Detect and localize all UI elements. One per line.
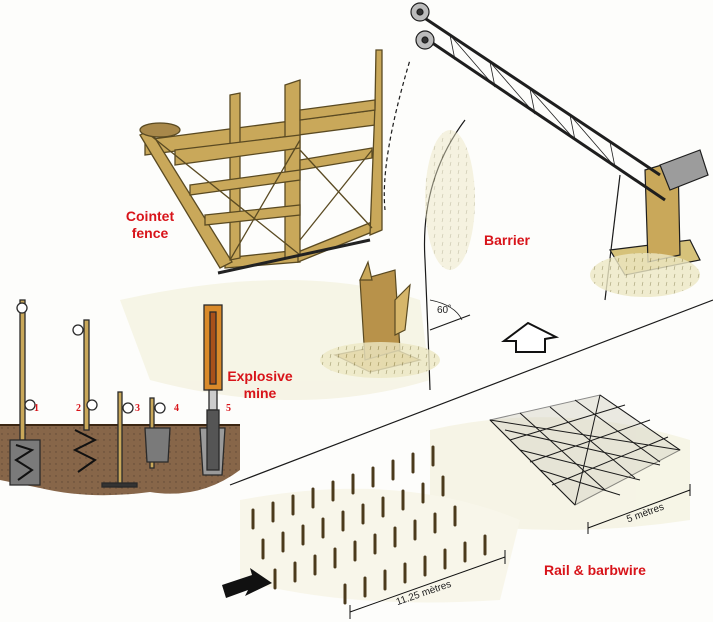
explosive-mine-label: Explosive mine bbox=[227, 368, 293, 401]
angle-label: 60˚ bbox=[437, 305, 452, 316]
direction-arrow-up-icon bbox=[501, 321, 560, 353]
stake-1-drawing bbox=[9, 299, 41, 486]
barrier-label: Barrier bbox=[484, 232, 530, 248]
stake-5-mine-drawing bbox=[199, 304, 226, 476]
stake-number-2: 2 bbox=[76, 403, 81, 414]
cointet-fence-drawing bbox=[139, 49, 383, 275]
rail-barbwire-label: Rail & barbwire bbox=[544, 562, 646, 578]
cointet-fence-label: Cointet fence bbox=[125, 208, 175, 241]
barrier-drawing bbox=[410, 2, 709, 276]
barbwire-mesh-drawing bbox=[489, 394, 681, 506]
stake-number-4: 4 bbox=[174, 403, 179, 414]
rail-stakes-field bbox=[251, 445, 487, 605]
stake-number-1: 1 bbox=[34, 403, 39, 414]
stake-2-drawing bbox=[72, 319, 98, 473]
stake-4-drawing bbox=[144, 397, 171, 469]
stake-number-3: 3 bbox=[135, 403, 140, 414]
stake-3-drawing bbox=[101, 391, 138, 488]
grass-patches bbox=[320, 130, 700, 378]
dimension-lines bbox=[349, 484, 691, 619]
stake-number-5: 5 bbox=[226, 403, 231, 414]
direction-arrow-right-icon bbox=[222, 568, 272, 598]
